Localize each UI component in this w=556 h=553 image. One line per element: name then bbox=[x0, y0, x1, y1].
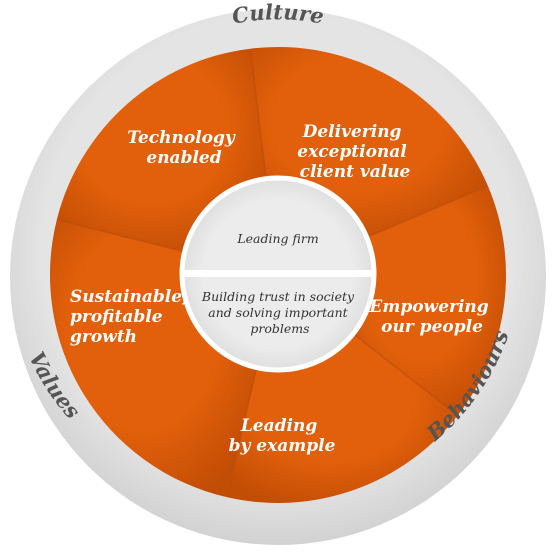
segment-by-example bbox=[226, 331, 458, 503]
segment-label-growth: Sustainable, profitable growth bbox=[70, 287, 194, 347]
segment-divider bbox=[226, 366, 258, 497]
segment-divider bbox=[351, 332, 458, 416]
hub-top-label: Leading firm bbox=[236, 231, 318, 246]
segment-label-our-people: Empowering our people bbox=[368, 297, 494, 337]
segment-label-by-example: Leading by example bbox=[229, 416, 336, 456]
hub-bottom-label: Building trust in society and solving im… bbox=[201, 289, 358, 336]
segment-divider bbox=[57, 219, 187, 253]
segment-label-client-value: Delivering exceptional client value bbox=[297, 122, 412, 182]
culture-label: Culture bbox=[230, 0, 326, 29]
segment-divider bbox=[364, 185, 488, 239]
segment-our-people bbox=[350, 185, 506, 416]
segment-divider bbox=[249, 49, 268, 182]
segment-label-technology: Technology enabled bbox=[127, 128, 240, 168]
hub-divider bbox=[182, 270, 374, 277]
segment-growth bbox=[50, 219, 258, 498]
segment-client-value bbox=[250, 47, 488, 240]
segment-ring bbox=[50, 47, 506, 503]
